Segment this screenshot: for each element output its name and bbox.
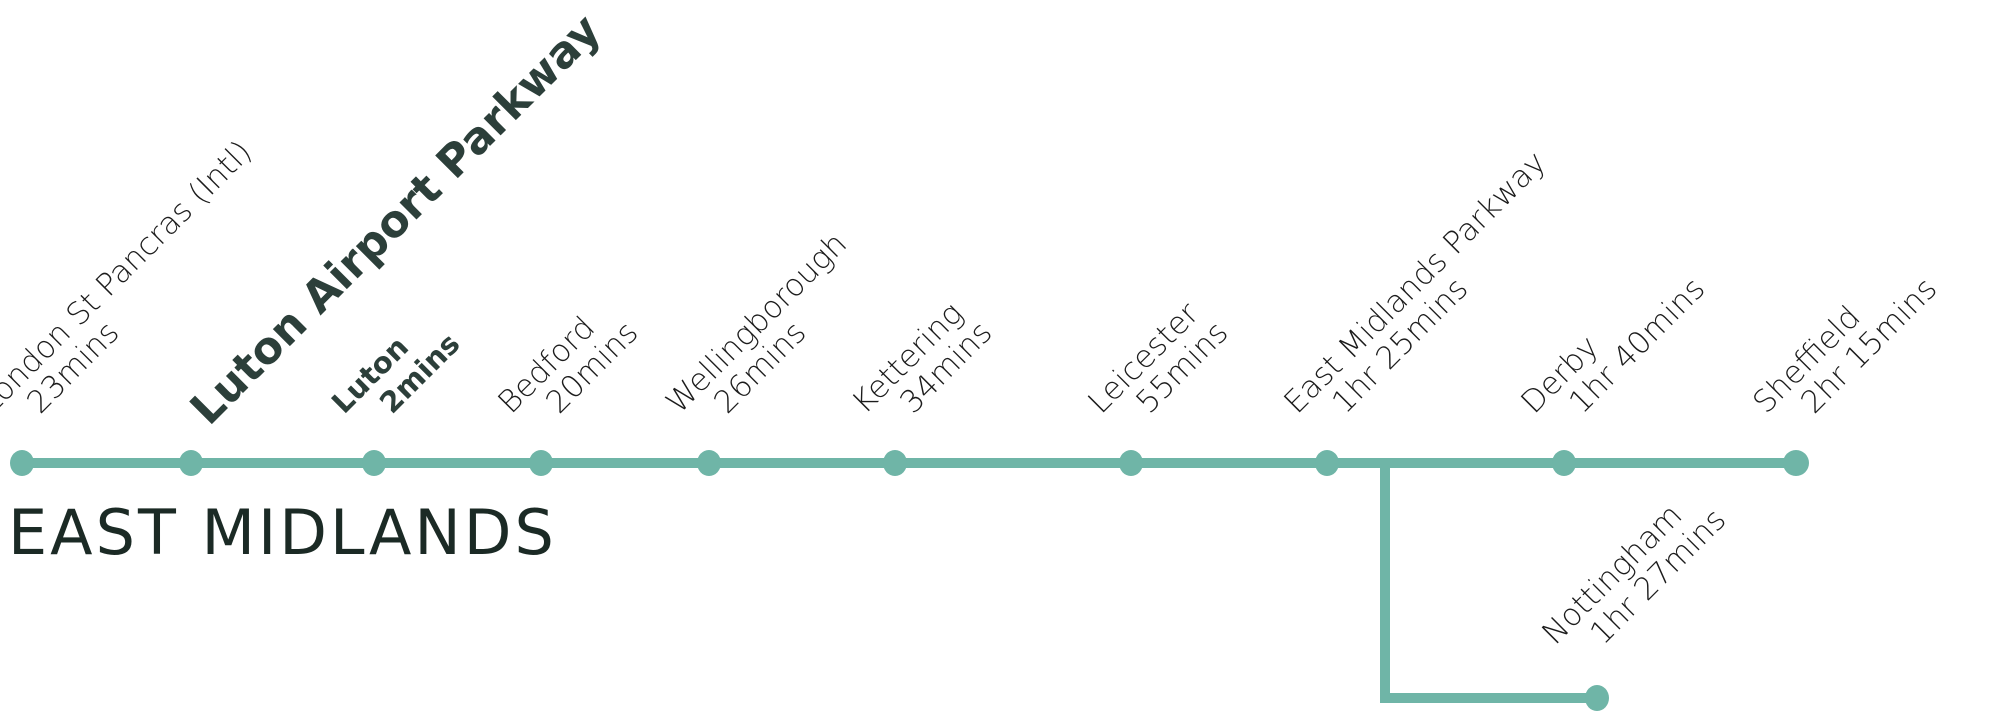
station-dot-derby[interactable]	[1552, 450, 1576, 476]
station-dot-kettering[interactable]	[883, 450, 907, 476]
nottingham-branch-line	[1380, 463, 1597, 703]
station-dots	[10, 450, 1809, 711]
station-dot-luton-airport-parkway[interactable]	[179, 450, 203, 476]
station-dot-bedford[interactable]	[529, 450, 553, 476]
station-dot-leicester[interactable]	[1119, 450, 1143, 476]
station-dot-luton[interactable]	[362, 450, 386, 476]
station-dot-wellingborough[interactable]	[697, 450, 721, 476]
station-dot-london-st-pancras[interactable]	[10, 450, 34, 476]
station-name: East Midlands Parkway	[1277, 145, 1553, 421]
region-title: EAST MIDLANDS	[8, 496, 557, 569]
station-dot-sheffield[interactable]	[1783, 450, 1809, 476]
route-lines	[22, 458, 1796, 703]
station-dot-east-midlands-parkway[interactable]	[1315, 450, 1339, 476]
station-dot-nottingham[interactable]	[1585, 685, 1609, 711]
